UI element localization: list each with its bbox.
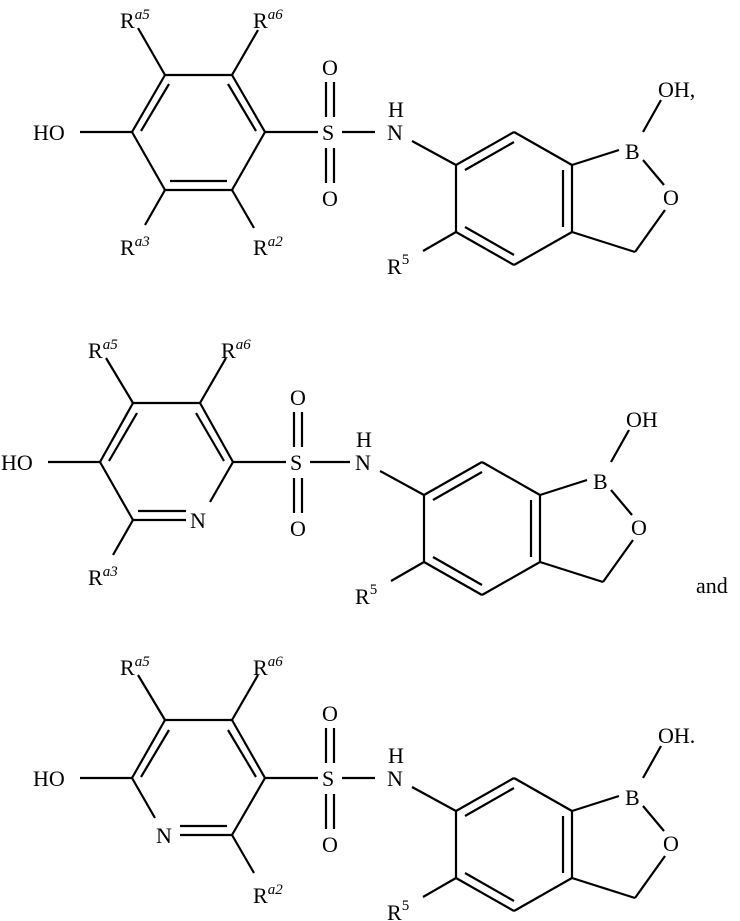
sulfur-label: S — [322, 766, 334, 791]
structure-1: Ra5 Ra6 Ra3 Ra2 HO S O O H N B O OH, R5 — [33, 7, 695, 279]
r5-label: R5 — [387, 898, 409, 921]
structure-2-right: H N B O OH R5 — [355, 407, 658, 609]
sulfonyl-oxygen-bottom: O — [322, 832, 338, 857]
boron-label: B — [625, 139, 640, 164]
ring-nitrogen-label: N — [156, 823, 172, 848]
pyridine-ring — [99, 401, 234, 522]
sulfonyl-oxygen-top: O — [322, 701, 338, 726]
benzoxaborole-ring — [422, 99, 666, 266]
r-a6-label: Ra6 — [253, 7, 283, 33]
sulfur-label: S — [322, 120, 334, 145]
r-a3-label: Ra3 — [120, 234, 150, 260]
amine-n-label: N — [355, 450, 371, 475]
structure-2: N Ra5 Ra6 Ra3 HO S O O — [1, 337, 350, 590]
sulfonyl-oxygen-top: O — [290, 385, 306, 410]
amine-h-label: H — [388, 97, 404, 122]
benzoxaborole-ring — [411, 745, 666, 912]
r-a5-label: Ra5 — [88, 337, 118, 363]
boron-label: B — [625, 785, 640, 810]
ring-nitrogen-label: N — [190, 508, 206, 533]
ring-oxygen-label: O — [663, 831, 679, 856]
boron-label: B — [593, 469, 608, 494]
boron-hydroxy-label: OH — [626, 407, 658, 432]
boron-hydroxy-label: OH. — [658, 723, 695, 748]
sulfonyl-oxygen-bottom: O — [322, 186, 338, 211]
r-a5-label: Ra5 — [120, 7, 150, 33]
amine-n-label: N — [387, 120, 403, 145]
benzene-ring — [131, 73, 266, 192]
benzoxaborole-ring — [379, 429, 634, 596]
r-a3-label: Ra3 — [88, 564, 118, 590]
amine-h-label: H — [388, 743, 404, 768]
amine-h-label: H — [356, 427, 372, 452]
sulfur-label: S — [290, 450, 302, 475]
pyridine-ring — [131, 718, 266, 837]
r-a5-label: Ra5 — [120, 654, 150, 680]
r5-label: R5 — [387, 252, 409, 279]
sulfonyl-oxygen-top: O — [322, 55, 338, 80]
r-a6-label: Ra6 — [221, 337, 251, 363]
r-a2-label: Ra2 — [253, 234, 283, 260]
ring-oxygen-label: O — [663, 185, 679, 210]
r5-label: R5 — [355, 582, 377, 609]
sulfonyl-oxygen-bottom: O — [290, 516, 306, 541]
conjunction-and: and — [696, 573, 728, 598]
ring-oxygen-label: O — [631, 515, 647, 540]
r-a6-label: Ra6 — [253, 654, 283, 680]
boron-hydroxy-label: OH, — [658, 77, 695, 102]
hydroxy-label: HO — [33, 766, 65, 791]
structure-3: N Ra5 Ra6 Ra2 HO S O O H N B O — [33, 654, 695, 921]
hydroxy-label: HO — [1, 450, 33, 475]
r-a2-label: Ra2 — [253, 882, 283, 908]
amine-n-label: N — [387, 766, 403, 791]
hydroxy-label: HO — [33, 120, 65, 145]
